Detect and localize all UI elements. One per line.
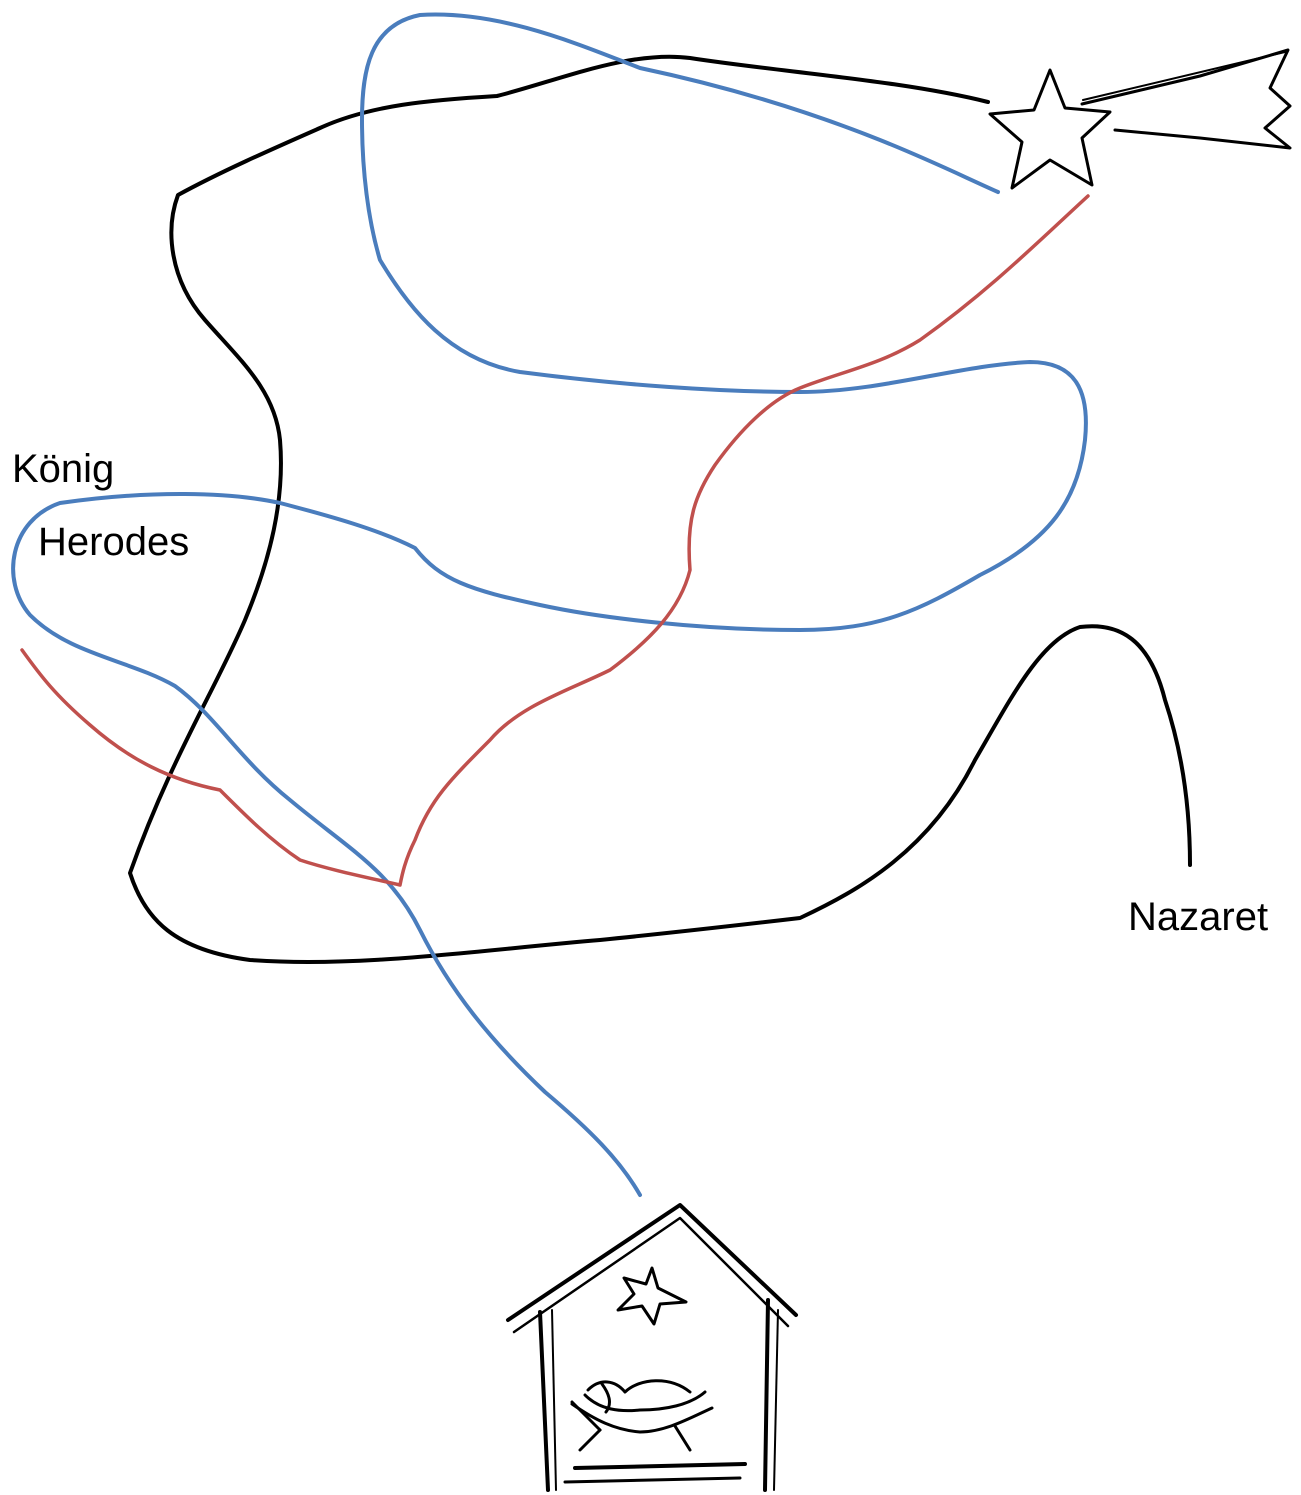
label-herodes: Herodes xyxy=(38,520,190,564)
label-nazaret: Nazaret xyxy=(1128,895,1269,939)
label-koenig: König xyxy=(12,447,115,491)
route-red xyxy=(20,194,1090,887)
route-blue xyxy=(11,12,1088,1197)
stable-manger-icon xyxy=(506,1203,798,1492)
shooting-star-icon xyxy=(988,48,1292,190)
route-black xyxy=(128,54,1192,964)
